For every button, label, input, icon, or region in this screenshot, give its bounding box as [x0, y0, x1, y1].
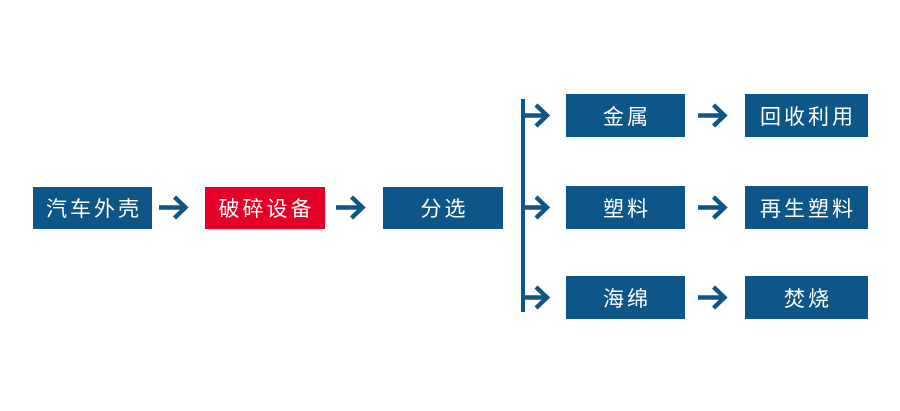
flow-node-label: 破碎设备 — [218, 198, 315, 221]
arrow-right-icon — [336, 195, 366, 220]
flow-node-label: 汽车外壳 — [46, 198, 142, 221]
arrow-right-icon — [698, 103, 728, 128]
flow-node-metal: 金属 — [566, 94, 685, 137]
flow-node-sorting: 分选 — [383, 187, 503, 229]
flow-node-label: 分选 — [420, 198, 469, 221]
flow-node-incineration: 焚烧 — [745, 276, 868, 319]
arrow-right-icon — [159, 195, 189, 220]
flow-node-label: 金属 — [603, 105, 651, 129]
flow-node-crushing-equipment: 破碎设备 — [205, 187, 325, 229]
flow-node-recycled-plastic: 再生塑料 — [745, 186, 868, 229]
flow-node-plastic: 塑料 — [566, 186, 685, 229]
arrow-right-icon — [698, 285, 728, 310]
arrow-right-icon — [523, 285, 551, 310]
flow-node-sponge: 海绵 — [566, 276, 685, 319]
flow-node-label: 焚烧 — [784, 287, 832, 311]
flow-node-label: 再生塑料 — [760, 197, 856, 221]
arrow-right-icon — [523, 103, 551, 128]
flow-node-label: 塑料 — [603, 197, 651, 221]
flow-node-label: 回收利用 — [760, 105, 856, 129]
flow-node-car-shell: 汽车外壳 — [33, 187, 152, 229]
arrow-right-icon — [523, 195, 551, 220]
flow-node-label: 海绵 — [603, 287, 651, 311]
arrow-right-icon — [698, 195, 728, 220]
flow-node-recycling: 回收利用 — [745, 94, 868, 137]
